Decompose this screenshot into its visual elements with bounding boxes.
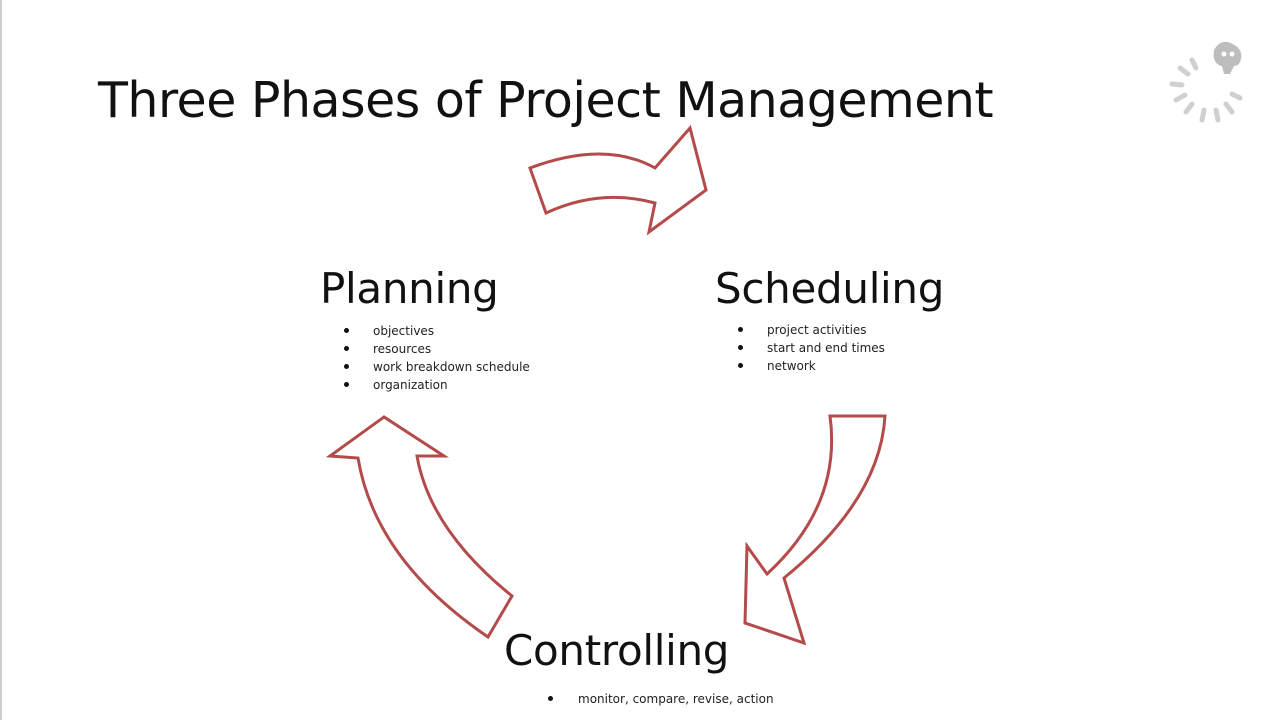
list-item: monitor, compare, revise, action [548,692,774,706]
list-item: objectives [344,322,530,340]
list-item: start and end times [738,341,885,355]
list-item: work breakdown schedule [344,360,530,374]
controlling-bullet-list: monitor, compare, revise, action [548,690,774,708]
arrow-scheduling-to-controlling [743,414,887,646]
arrow-planning-to-scheduling [528,124,708,236]
list-item: organization [344,376,530,394]
slide-left-edge [0,0,2,720]
slide-title: Three Phases of Project Management [98,72,994,129]
arrow-controlling-to-planning [325,415,514,640]
phase-title-controlling: Controlling [504,626,730,675]
planning-bullet-list: objectives resources work breakdown sche… [344,322,530,394]
list-item: network [738,357,885,375]
phase-title-scheduling: Scheduling [715,264,945,313]
scheduling-bullet-list: project activities start and end times n… [738,321,885,375]
list-item: project activities [738,321,885,339]
phase-title-planning: Planning [320,264,499,313]
list-item: resources [344,340,530,358]
spinner-logo-icon [1169,41,1243,123]
